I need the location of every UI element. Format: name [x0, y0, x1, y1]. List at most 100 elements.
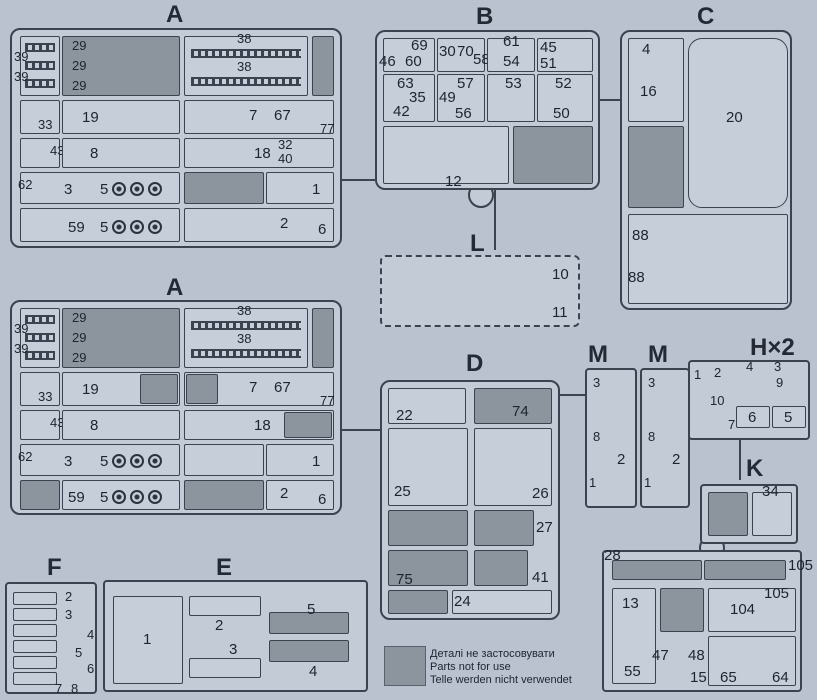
part-cell [708, 588, 796, 632]
part-number: 41 [532, 569, 549, 586]
part-number: 105 [764, 585, 790, 602]
part-cell [312, 36, 334, 96]
part-cell [383, 38, 435, 72]
part-number: 104 [730, 601, 756, 618]
part-cell [628, 126, 684, 208]
part-number: 40 [278, 151, 293, 166]
part-cell [62, 308, 180, 368]
part-number: 32 [278, 137, 293, 152]
part-number: 1 [644, 475, 652, 490]
part-cell [628, 38, 684, 122]
part-number: 3 [229, 641, 238, 658]
sprue-letter-c: C [697, 3, 715, 30]
part-number: 54 [503, 53, 520, 70]
sprue-letter-e: E [216, 554, 233, 581]
sprue-c: 4 16 20 88 88 [620, 30, 792, 310]
part-number: 58 [473, 51, 490, 68]
part-cell [184, 138, 334, 168]
part-number: 67 [274, 379, 291, 396]
part-number: 35 [409, 89, 426, 106]
part-cell [184, 444, 264, 476]
part-number: 1 [312, 181, 321, 198]
sprue-letter-d: D [466, 350, 484, 377]
part-number: 26 [532, 485, 549, 502]
part-number: 49 [439, 89, 456, 106]
part-number: 3 [64, 181, 73, 198]
part-number: 1 [312, 453, 321, 470]
part-number: 48 [688, 647, 705, 664]
sprue-h: 1 2 4 3 10 9 7 6 5 [688, 360, 810, 440]
part-cell [383, 126, 509, 184]
part-number: 8 [71, 681, 79, 696]
part-number: 105 [788, 557, 814, 574]
part-cell [20, 480, 60, 510]
part-number: 4 [309, 663, 318, 680]
part-number: 18 [254, 145, 271, 162]
part-cell [20, 138, 60, 168]
part-cell [388, 590, 448, 614]
part-number: 5 [100, 181, 109, 198]
part-number: 64 [772, 669, 789, 686]
part-number: 3 [648, 375, 656, 390]
part-cell [189, 596, 261, 616]
part-cell [437, 74, 485, 122]
part-cell [184, 36, 308, 96]
part-number: 3 [593, 375, 601, 390]
part-cell [186, 374, 218, 404]
part-number: 5 [100, 489, 109, 506]
sprue-m-right: 3 8 2 1 [640, 368, 690, 508]
sprue-multiplier: ×2 [767, 334, 795, 361]
legend-line-ukrainian: Деталі не застосовувати [430, 648, 555, 660]
part-cell [736, 406, 770, 428]
part-number: 2 [280, 215, 289, 232]
part-number: 8 [90, 417, 99, 434]
part-cell [388, 550, 468, 586]
part-cell [269, 640, 349, 662]
sprue-a-top: 39 39 29 29 29 38 38 33 19 7 67 77 43 8 … [10, 28, 342, 248]
part-cell [184, 480, 264, 510]
part-cell [474, 388, 552, 424]
part-number: 34 [762, 483, 779, 500]
part-number: 5 [784, 409, 793, 426]
sprue-e: 1 2 3 5 4 [103, 580, 368, 692]
sprue-d: 22 74 25 26 27 75 41 24 [380, 380, 560, 620]
part-cell [62, 36, 180, 96]
part-number: 7 [249, 107, 258, 124]
part-number: 19 [82, 109, 99, 126]
part-number: 8 [648, 429, 656, 444]
part-number: 53 [505, 75, 522, 92]
part-number: 10 [552, 266, 569, 283]
part-cell [312, 308, 334, 368]
part-number: 3 [774, 359, 782, 374]
part-cell [688, 38, 788, 208]
part-number: 51 [540, 55, 557, 72]
part-number: 5 [100, 453, 109, 470]
part-number: 46 [379, 53, 396, 70]
part-cell [708, 636, 796, 686]
part-number: 4 [642, 41, 651, 58]
part-number: 22 [396, 407, 413, 424]
sprue-letter-a-top: A [166, 1, 184, 28]
part-number: 7 [728, 417, 736, 432]
part-number: 5 [75, 645, 83, 660]
part-number: 57 [457, 75, 474, 92]
sprue-a-bottom: 39 39 29 29 29 38 38 33 19 7 67 77 43 8 … [10, 300, 342, 515]
sprue-letter-l: L [470, 230, 485, 257]
part-cell [537, 38, 593, 72]
part-cell [62, 410, 180, 440]
part-number: 69 [411, 37, 428, 54]
part-number: 74 [512, 403, 529, 420]
legend-swatch [384, 646, 426, 686]
part-number: 29 [72, 58, 87, 73]
part-number: 5 [100, 219, 109, 236]
part-number: 5 [307, 601, 316, 618]
part-number: 8 [90, 145, 99, 162]
part-cell [474, 550, 528, 586]
part-number: 59 [68, 219, 85, 236]
part-number: 42 [393, 103, 410, 120]
sprue-letter-a-bottom: A [166, 274, 184, 301]
part-cell [513, 126, 593, 184]
part-number: 33 [38, 389, 53, 404]
sprue-letter-m-left: M [588, 341, 608, 368]
part-number: 33 [38, 117, 53, 132]
